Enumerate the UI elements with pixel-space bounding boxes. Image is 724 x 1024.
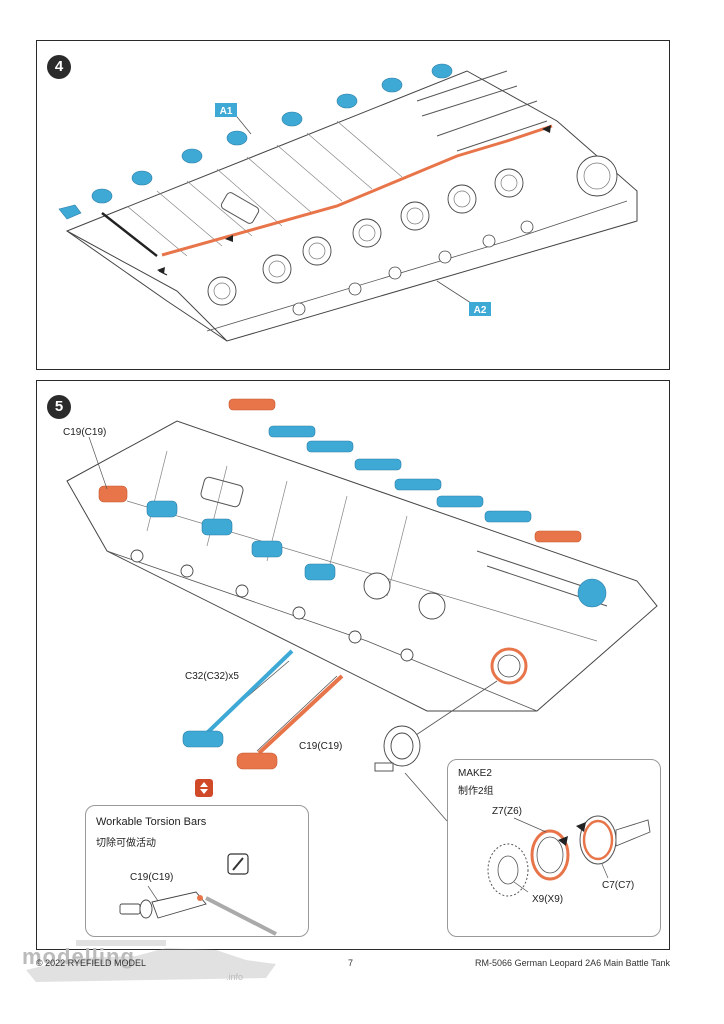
swap-arrows-icon: [195, 779, 213, 797]
step-5-drawing: C19(C19) C32(C32)x5 C19(C19): [63, 398, 658, 822]
make-subtitle: 制作2组: [458, 786, 494, 797]
footer-page-number: 7: [348, 958, 354, 968]
make-title: MAKE2: [458, 768, 492, 779]
label-c32: C32(C32)x5: [185, 671, 239, 682]
torsion-bars-callout: Workable Torsion Bars 切除可做活动 C19(C19): [85, 805, 309, 937]
label-a2: A2: [474, 305, 487, 316]
step-number-badge: 4: [47, 55, 71, 79]
label-c7: C7(C7): [602, 880, 635, 891]
label-c19-top: C19(C19): [63, 427, 106, 438]
watermark-text: modelling: [22, 944, 135, 969]
torsion-subtitle: 切除可做活动: [96, 838, 156, 849]
step-4-panel: 4: [36, 40, 670, 370]
label-x9: X9(X9): [532, 894, 564, 905]
step-5-panel: 5: [36, 380, 670, 950]
label-a1: A1: [220, 106, 233, 117]
footer-copyright: © 2022 RYEFIELD MODEL: [36, 958, 147, 968]
watermark-tank-logo: [26, 940, 276, 982]
step-number-badge: 5: [47, 395, 71, 419]
torsion-part-label: C19(C19): [130, 872, 174, 883]
torsion-bar-illustration: [119, 853, 277, 936]
watermark-sub: .info: [226, 972, 244, 982]
footer-product-name: RM-5066 German Leopard 2A6 Main Battle T…: [475, 958, 670, 968]
torsion-title: Workable Torsion Bars: [96, 816, 207, 828]
label-c19-mid: C19(C19): [299, 741, 342, 752]
step-4-drawing: A1 A2: [58, 63, 638, 342]
make-two-callout: MAKE2 制作2组 Z7(Z6) X9(X9) C7(C7): [447, 759, 661, 937]
sprocket-assembly-illustration: [487, 815, 651, 897]
label-z7: Z7(Z6): [492, 806, 522, 817]
